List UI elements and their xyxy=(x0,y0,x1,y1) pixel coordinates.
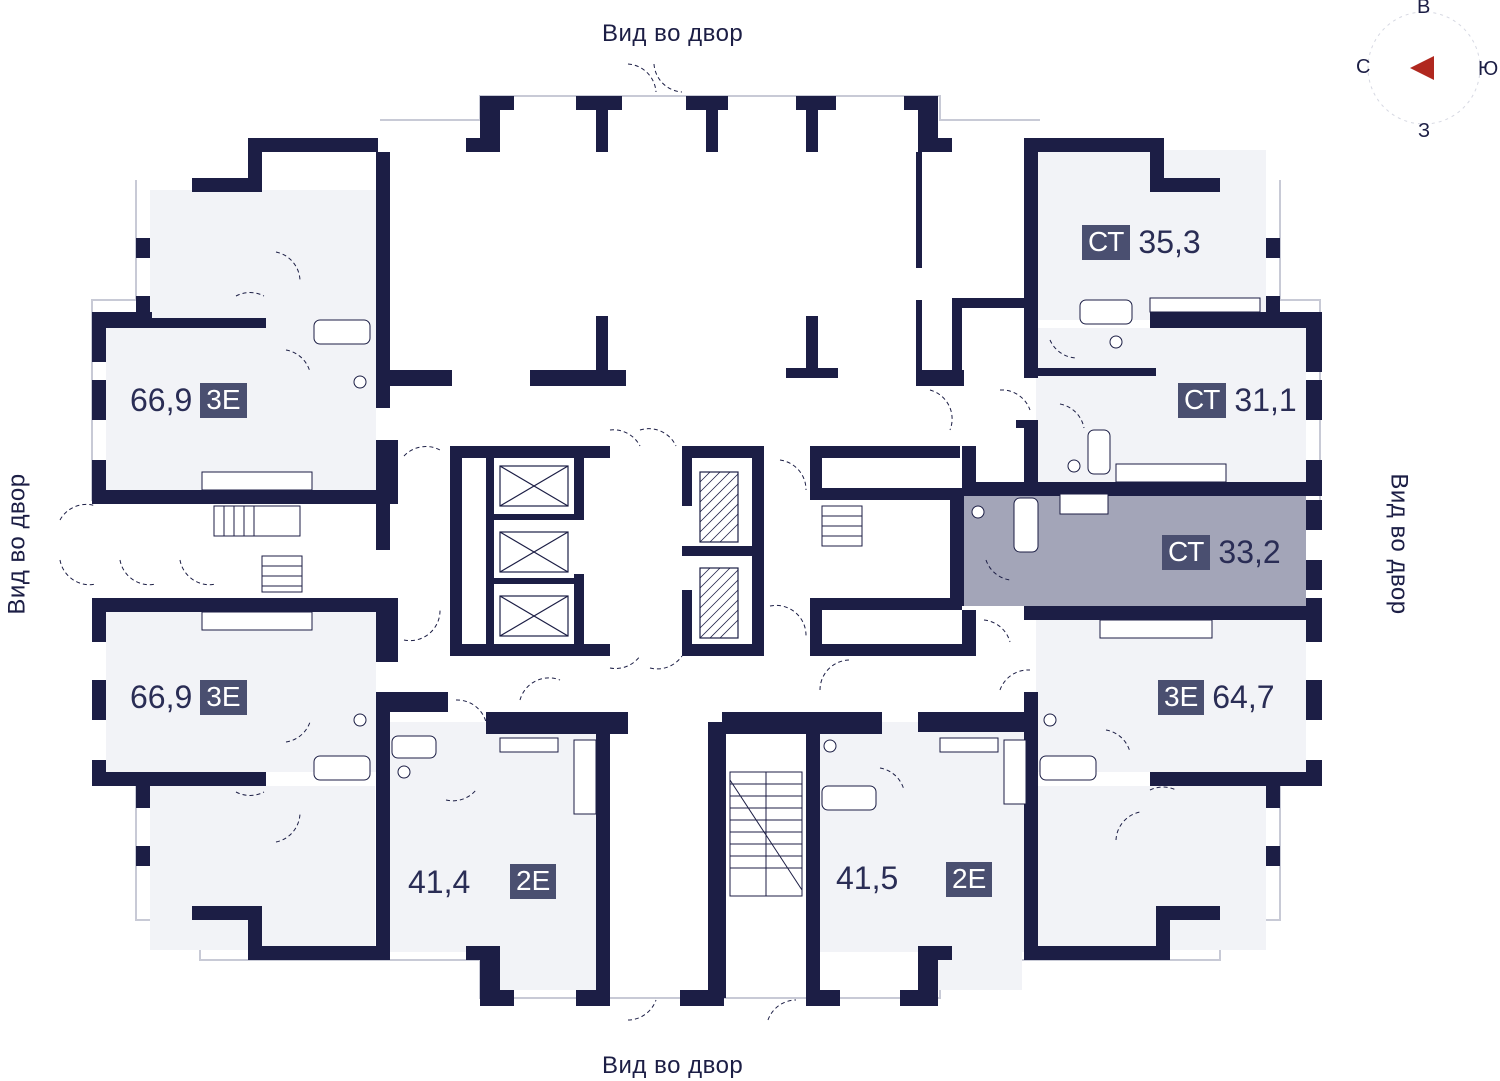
room xyxy=(150,786,375,950)
apartment-area: 31,1 xyxy=(1234,382,1297,418)
view-label-left: Вид во двор xyxy=(3,473,31,615)
apartment-label-33-2[interactable]: СТ 33,2 xyxy=(1162,534,1281,571)
compass-arrow-icon xyxy=(1410,56,1434,80)
compass-west-label: З xyxy=(1418,120,1431,142)
apartment-type-41-5[interactable]: 2Е xyxy=(946,862,993,897)
room xyxy=(1036,328,1306,482)
staircases xyxy=(213,505,863,897)
compass-south-label: Ю xyxy=(1478,58,1499,80)
apartment-label-31-1[interactable]: СТ 31,1 xyxy=(1178,382,1297,419)
apartment-type-badge: 3Е xyxy=(200,680,247,715)
apartment-type-badge: СТ xyxy=(1178,383,1227,418)
apartment-label-41-5[interactable]: 41,5 xyxy=(836,860,898,897)
apartment-type-41-4[interactable]: 2Е xyxy=(510,864,557,899)
compass-north-label: С xyxy=(1356,56,1371,78)
apartment-type-badge: 3Е xyxy=(1158,680,1205,715)
compass-ring xyxy=(1367,11,1481,125)
apartment-area: 41,4 xyxy=(408,864,471,900)
walls xyxy=(92,96,1322,1006)
elevator-hatch xyxy=(699,471,739,639)
apartment-area: 64,7 xyxy=(1212,679,1275,715)
compass-east-label: В xyxy=(1417,0,1431,18)
view-label-right: Вид во двор xyxy=(1385,473,1413,615)
apartment-label-66-9-top[interactable]: 66,9 3Е xyxy=(130,382,247,419)
apartment-label-64-7[interactable]: 3Е 64,7 xyxy=(1158,679,1275,716)
apartment-label-66-9-bottom[interactable]: 66,9 3Е xyxy=(130,679,247,716)
room xyxy=(262,190,376,330)
apartment-label-35-3[interactable]: СТ 35,3 xyxy=(1082,224,1201,261)
apartment-label-41-4[interactable]: 41,4 xyxy=(408,864,470,901)
elevator-shafts xyxy=(499,465,739,639)
apartment-area: 35,3 xyxy=(1138,224,1201,260)
apartment-type-badge: СТ xyxy=(1082,225,1131,260)
view-label-top: Вид во двор xyxy=(602,20,744,47)
apartment-area: 41,5 xyxy=(836,860,899,896)
room xyxy=(1036,786,1266,950)
apartment-area: 66,9 xyxy=(130,382,193,418)
view-label-bottom: Вид во двор xyxy=(602,1052,744,1079)
fixtures xyxy=(201,297,1261,815)
apartment-type-badge: СТ xyxy=(1162,535,1211,570)
apartment-area: 66,9 xyxy=(130,679,193,715)
apartment-type-badge: 2Е xyxy=(510,864,557,899)
apartment-area: 33,2 xyxy=(1218,534,1281,570)
apartment-type-badge: 2Е xyxy=(946,862,993,897)
doors xyxy=(59,63,1177,1021)
apartment-type-badge: 3Е xyxy=(200,383,247,418)
